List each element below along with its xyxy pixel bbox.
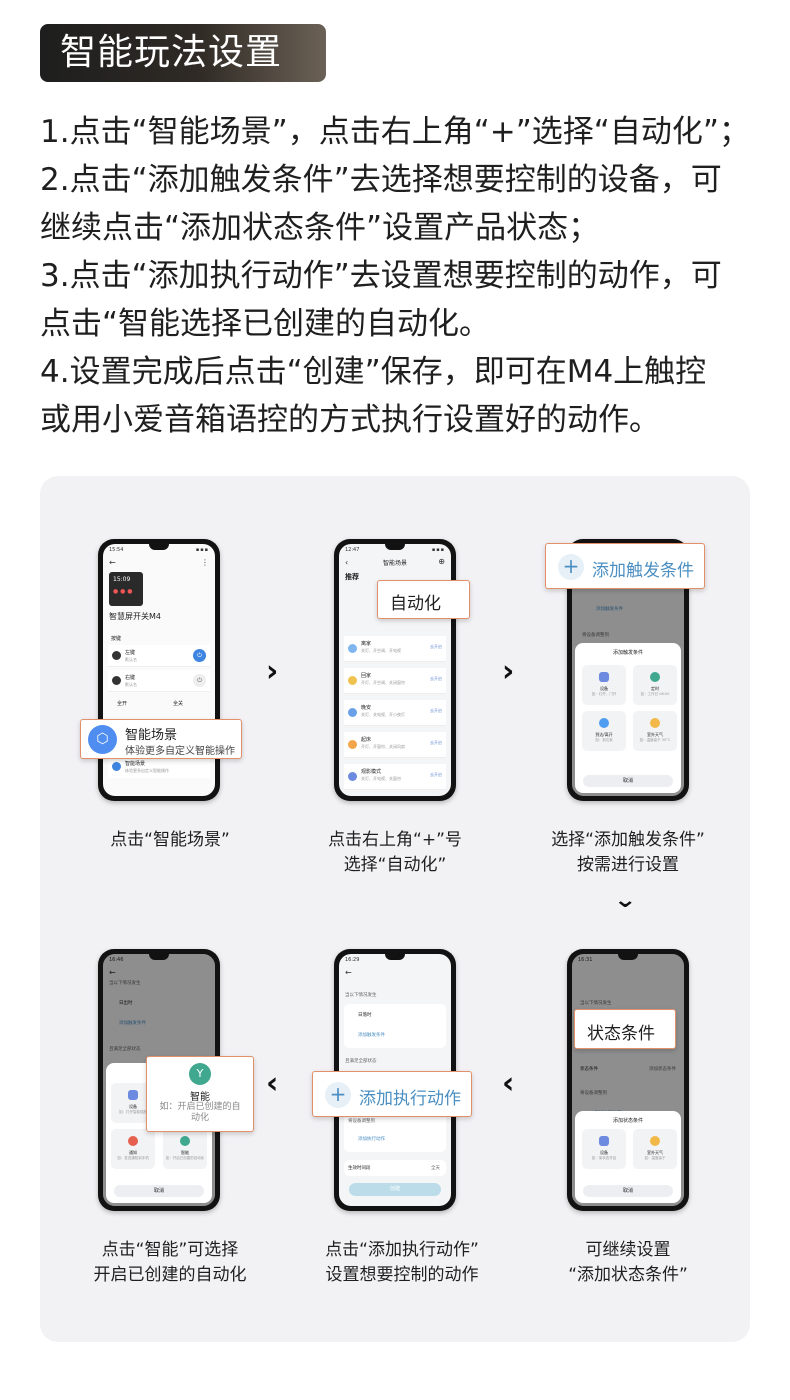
back-arrow-icon[interactable]: ← bbox=[109, 968, 116, 977]
callout-state-condition[interactable]: 状态条件 bbox=[574, 1009, 676, 1049]
device-dots: ● ● ● bbox=[113, 588, 133, 595]
cancel-button[interactable]: 取消 bbox=[114, 1185, 204, 1197]
instruction-line: 3.点击“添加执行动作”去设置想要控制的动作，可 bbox=[40, 258, 722, 294]
callout-smart[interactable]: Y 智能 如：开启已创建的自动化 bbox=[146, 1056, 254, 1132]
callout-automation[interactable]: 自动化 bbox=[377, 580, 470, 619]
tile-smart[interactable]: 智能 如：开启已创建的自动化 bbox=[163, 1129, 207, 1169]
device-name: 智慧屏开关M4 bbox=[109, 612, 161, 621]
instruction-list: 1.点击“智能场景”，点击右上角“+”选择“自动化”； 2.点击“添加触发条件”… bbox=[40, 108, 760, 444]
status-icons: ▪▪▪ bbox=[195, 547, 209, 553]
device-clock: 15:09 bbox=[113, 576, 131, 583]
instruction-line: 2.点击“添加触发条件”去选择想要控制的设备，可 bbox=[40, 162, 722, 198]
back-arrow-icon[interactable]: ← bbox=[345, 968, 352, 977]
instruction-line: 4.设置完成后点击“创建”保存，即可在M4上触控 bbox=[40, 354, 707, 390]
scene-row[interactable]: 观影模式 关灯、开电视、关窗帘 去开启 bbox=[344, 764, 446, 790]
tutorial-panel: 15:54 ▪▪▪ ← ⋮ 15:09 ● ● ● 智慧屏开关M4 按键 左键 … bbox=[40, 476, 750, 1342]
plus-icon: + bbox=[558, 554, 584, 580]
bell-icon bbox=[128, 1136, 138, 1146]
phone-step-1: 15:54 ▪▪▪ ← ⋮ 15:09 ● ● ● 智慧屏开关M4 按键 左键 … bbox=[98, 539, 220, 801]
tile-device[interactable]: 设备 如：灯开、门开 bbox=[582, 665, 626, 705]
tile-location[interactable]: 到达/离开 如：到达家 bbox=[582, 711, 626, 751]
callout-title: 智能场景 bbox=[125, 728, 178, 743]
step-caption: 点击“智能”可选择 开启已创建的自动化 bbox=[93, 1240, 247, 1285]
bottom-sheet: 添加触发条件 设备 如：灯开、门开 定时 如：工作日 08:00 到达/离开 如… bbox=[575, 643, 681, 793]
step-caption: 点击“添加执行动作” 设置想要控制的动作 bbox=[325, 1240, 479, 1285]
bottom-sheet: 添加状态条件 设备 如：某状态开启 室外天气 如：温度高于 取消 bbox=[575, 1111, 681, 1203]
arrow-left-icon: ‹ bbox=[502, 1066, 515, 1101]
callout-add-trigger[interactable]: + 添加触发条件 bbox=[545, 543, 705, 589]
arrow-left-icon: ‹ bbox=[266, 1066, 279, 1101]
smart-icon: Y bbox=[189, 1063, 211, 1085]
arrow-right-icon: › bbox=[266, 654, 279, 689]
step-caption: 可继续设置 “添加状态条件” bbox=[568, 1240, 688, 1285]
tile-weather[interactable]: 室外天气 如：温度高于 bbox=[633, 1129, 677, 1169]
device-image: 15:09 ● ● ● bbox=[109, 572, 143, 606]
page-title: 智能玩法设置 bbox=[40, 24, 326, 82]
weather-icon bbox=[650, 718, 660, 728]
step-caption: 选择“添加触发条件” 按需进行设置 bbox=[551, 830, 705, 875]
smart-scene-icon: ⬡ bbox=[88, 725, 117, 754]
callout-smart-scene[interactable]: ⬡ 智能场景 体验更多自定义智能操作 bbox=[80, 719, 242, 759]
power-icon[interactable]: ⏻ bbox=[193, 674, 206, 687]
scene-row[interactable]: 起床 开灯、开窗帘、关闭风扇 去开启 bbox=[344, 732, 446, 758]
tab-recommend[interactable]: 推荐 bbox=[345, 573, 359, 581]
plus-icon: + bbox=[325, 1082, 351, 1108]
section-label: 按键 bbox=[111, 636, 122, 642]
tile-notify[interactable]: 通知 如：发送通知到手机 bbox=[111, 1129, 155, 1169]
scene-row[interactable]: 晚安 关灯、关电视、开小夜灯 去开启 bbox=[344, 700, 446, 726]
step-caption: 点击“智能场景” bbox=[110, 830, 230, 850]
callout-subtitle: 体验更多自定义智能操作 bbox=[125, 746, 235, 757]
clock-icon bbox=[650, 672, 660, 682]
back-arrow-icon[interactable]: ← bbox=[109, 558, 116, 567]
back-arrow-icon[interactable]: ‹ bbox=[345, 558, 349, 567]
add-icon[interactable]: ⊕ bbox=[438, 557, 445, 566]
callout-add-action[interactable]: + 添加执行动作 bbox=[312, 1071, 472, 1117]
all-off-button[interactable]: 全关 bbox=[173, 701, 184, 707]
screen-title: 智能场景 bbox=[382, 560, 407, 567]
power-icon[interactable]: ⏻ bbox=[193, 649, 206, 662]
all-on-button[interactable]: 全开 bbox=[117, 701, 128, 707]
arrow-down-icon: ⌄ bbox=[613, 888, 638, 913]
cancel-button[interactable]: 取消 bbox=[583, 1185, 673, 1197]
scene-row[interactable]: 回家 开灯、开空调、关闭窗帘 去开启 bbox=[344, 668, 446, 694]
phone-screen: 16:31 当以下情况发生 状态条件 添加状态条件 将设备调整到 添加执行动作 … bbox=[572, 954, 684, 1206]
cancel-button[interactable]: 取消 bbox=[583, 775, 673, 787]
toggle-icon bbox=[599, 672, 609, 682]
key-row[interactable]: 右键 默认名 ⏻ bbox=[108, 670, 210, 692]
status-time: 15:54 bbox=[109, 547, 124, 553]
scene-row[interactable]: 离家 关灯、开空调、开电视 去开启 bbox=[344, 636, 446, 662]
phone-step-4: 16:31 当以下情况发生 状态条件 添加状态条件 将设备调整到 添加执行动作 … bbox=[567, 949, 689, 1211]
tile-weather[interactable]: 室外天气 如：温度高于 30°C bbox=[633, 711, 677, 751]
instruction-line: 1.点击“智能场景”，点击右上角“+”选择“自动化”； bbox=[40, 114, 750, 150]
location-icon bbox=[599, 718, 609, 728]
key-row[interactable]: 左键 默认名 ⏻ bbox=[108, 645, 210, 667]
tile-device[interactable]: 设备 如：某状态开启 bbox=[582, 1129, 626, 1169]
phone-step-2: 12:47 ▪▪▪ ‹ 智能场景 ⊕ 推荐 离家 关灯、开空调、开电视 去开启 … bbox=[334, 539, 456, 801]
smart-icon bbox=[180, 1136, 190, 1146]
instruction-line: 继续点击“添加状态条件”设置产品状态； bbox=[40, 210, 600, 246]
arrow-right-icon: › bbox=[502, 654, 515, 689]
instruction-line: 或用小爱音箱语控的方式执行设置好的动作。 bbox=[40, 402, 660, 438]
instruction-line: 点击“智能选择已创建的自动化。 bbox=[40, 306, 491, 342]
smart-scene-row[interactable]: 智能场景 体验更多自定义智能操作 bbox=[108, 756, 210, 778]
step-caption: 点击右上角“+”号 选择“自动化” bbox=[328, 830, 462, 875]
more-icon[interactable]: ⋮ bbox=[201, 558, 209, 567]
create-button[interactable]: 创建 bbox=[349, 1183, 441, 1196]
tile-timer[interactable]: 定时 如：工作日 08:00 bbox=[633, 665, 677, 705]
